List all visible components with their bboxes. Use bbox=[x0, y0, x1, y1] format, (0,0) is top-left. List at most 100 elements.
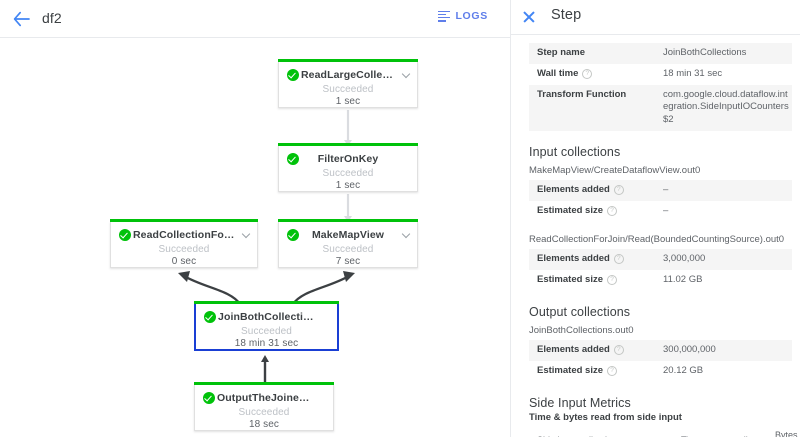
success-check-icon bbox=[203, 392, 215, 404]
help-icon[interactable]: ? bbox=[607, 366, 617, 377]
job-graph-panel: df2 LOGS ReadLargeCollectionFr...Succeed… bbox=[0, 0, 510, 437]
success-check-icon bbox=[287, 153, 299, 165]
row-value: – bbox=[663, 205, 669, 217]
side-input-metrics-subtitle: Time & bytes read from side input bbox=[529, 411, 682, 423]
node-duration-label: 7 sec bbox=[335, 256, 361, 267]
logs-button-label: LOGS bbox=[455, 10, 488, 22]
table-row: Estimated size?– bbox=[529, 201, 792, 222]
help-icon[interactable]: ? bbox=[613, 254, 624, 265]
spacer bbox=[529, 222, 792, 234]
chevron-down-icon[interactable] bbox=[243, 231, 250, 238]
node-title: ReadLargeCollectionFr... bbox=[301, 69, 417, 81]
node-status-label: Succeeded bbox=[238, 407, 290, 418]
logs-button[interactable]: LOGS bbox=[438, 10, 488, 22]
node-header: ReadCollectionForJoin bbox=[111, 225, 257, 245]
node-duration-label: 0 sec bbox=[171, 256, 197, 267]
node-title: ReadCollectionForJoin bbox=[133, 229, 251, 241]
table-row: Wall time? 18 min 31 sec bbox=[529, 64, 792, 85]
help-icon[interactable]: ? bbox=[607, 275, 617, 286]
column-header: Side input collection bbox=[529, 426, 673, 437]
row-value: 3,000,000 bbox=[663, 253, 706, 265]
table-row: Step name JoinBothCollections bbox=[529, 43, 792, 64]
graph-edges bbox=[178, 110, 355, 385]
close-icon[interactable] bbox=[522, 10, 536, 24]
step-panel-header: Step bbox=[511, 0, 800, 35]
row-value: 300,000,000 bbox=[663, 344, 716, 356]
help-icon[interactable]: ? bbox=[613, 185, 624, 196]
node-title: FilterOnKey bbox=[317, 153, 379, 165]
node-header: JoinBothCollections bbox=[196, 307, 337, 327]
row-key: Estimated size? bbox=[529, 270, 655, 291]
node-duration-label: 1 sec bbox=[335, 96, 361, 107]
logs-list-icon bbox=[438, 10, 451, 22]
column-header: Time spent reading bbox=[673, 426, 767, 437]
chevron-down-icon[interactable] bbox=[403, 71, 410, 78]
node-status-label: Succeeded bbox=[322, 168, 374, 179]
node-status-label: Succeeded bbox=[158, 244, 210, 255]
row-key: Estimated size? bbox=[529, 201, 655, 222]
node-title: JoinBothCollections bbox=[218, 311, 322, 323]
node-status-bar bbox=[278, 59, 418, 62]
node-status-bar bbox=[194, 382, 334, 385]
top-app-bar: df2 LOGS bbox=[0, 0, 510, 38]
column-header: Bytes read bbox=[767, 426, 798, 437]
help-icon[interactable]: ? bbox=[607, 206, 617, 217]
row-value: 18 min 31 sec bbox=[663, 67, 723, 79]
table-header-row: Side input collectionTime spent readingB… bbox=[529, 426, 798, 437]
help-icon[interactable]: ? bbox=[613, 345, 624, 356]
node-title: OutputTheJoinedCollec... bbox=[217, 392, 333, 404]
row-key: Elements added? bbox=[529, 249, 655, 270]
table-row: Estimated size?20.12 GB bbox=[529, 361, 792, 382]
table-row: Elements added?– bbox=[529, 180, 792, 202]
graph-scrollbar-track[interactable] bbox=[497, 38, 510, 437]
row-key: Transform Function bbox=[537, 88, 627, 100]
row-key: Elements added? bbox=[529, 340, 655, 361]
panel-divider bbox=[510, 0, 511, 437]
node-status-label: Succeeded bbox=[241, 326, 292, 337]
row-value: 11.02 GB bbox=[663, 274, 703, 286]
row-value: JoinBothCollections bbox=[663, 47, 747, 58]
row-key: Step name bbox=[537, 47, 586, 58]
node-header: ReadLargeCollectionFr... bbox=[279, 65, 417, 85]
node-status-bar bbox=[278, 219, 418, 222]
node-header: OutputTheJoinedCollec... bbox=[195, 388, 333, 408]
node-duration-label: 18 sec bbox=[248, 419, 280, 430]
node-status-bar bbox=[194, 301, 339, 304]
collection-name: MakeMapView/CreateDataflowView.out0 bbox=[529, 165, 701, 177]
back-arrow-icon[interactable] bbox=[13, 11, 31, 27]
table-row: Elements added? 3,000,000 bbox=[529, 249, 792, 271]
table-row: Elements added? 300,000,000 bbox=[529, 340, 792, 362]
success-check-icon bbox=[119, 229, 131, 241]
success-check-icon bbox=[204, 311, 216, 323]
node-title: MakeMapView bbox=[311, 229, 385, 241]
node-status-bar bbox=[278, 143, 418, 146]
chevron-down-icon[interactable] bbox=[403, 231, 410, 238]
row-key: Wall time? bbox=[529, 64, 655, 85]
help-icon[interactable]: ? bbox=[582, 68, 593, 79]
step-panel-title: Step bbox=[551, 7, 582, 23]
success-check-icon bbox=[287, 69, 299, 81]
row-key: Estimated size? bbox=[529, 361, 655, 382]
row-value: – bbox=[663, 184, 669, 196]
side-input-metrics-heading: Side Input Metrics bbox=[529, 395, 631, 410]
collection-metrics-table: Elements added?–Estimated size?– bbox=[529, 180, 792, 222]
node-duration-label: 1 sec bbox=[335, 180, 361, 191]
table-row: Estimated size? 11.02 GB bbox=[529, 270, 792, 291]
side-input-metrics-table: Side input collectionTime spent readingB… bbox=[529, 426, 798, 437]
collection-name: JoinBothCollections.out0 bbox=[529, 325, 634, 336]
node-duration-label: 18 min 31 sec bbox=[234, 338, 299, 349]
node-status-bar bbox=[110, 219, 258, 222]
